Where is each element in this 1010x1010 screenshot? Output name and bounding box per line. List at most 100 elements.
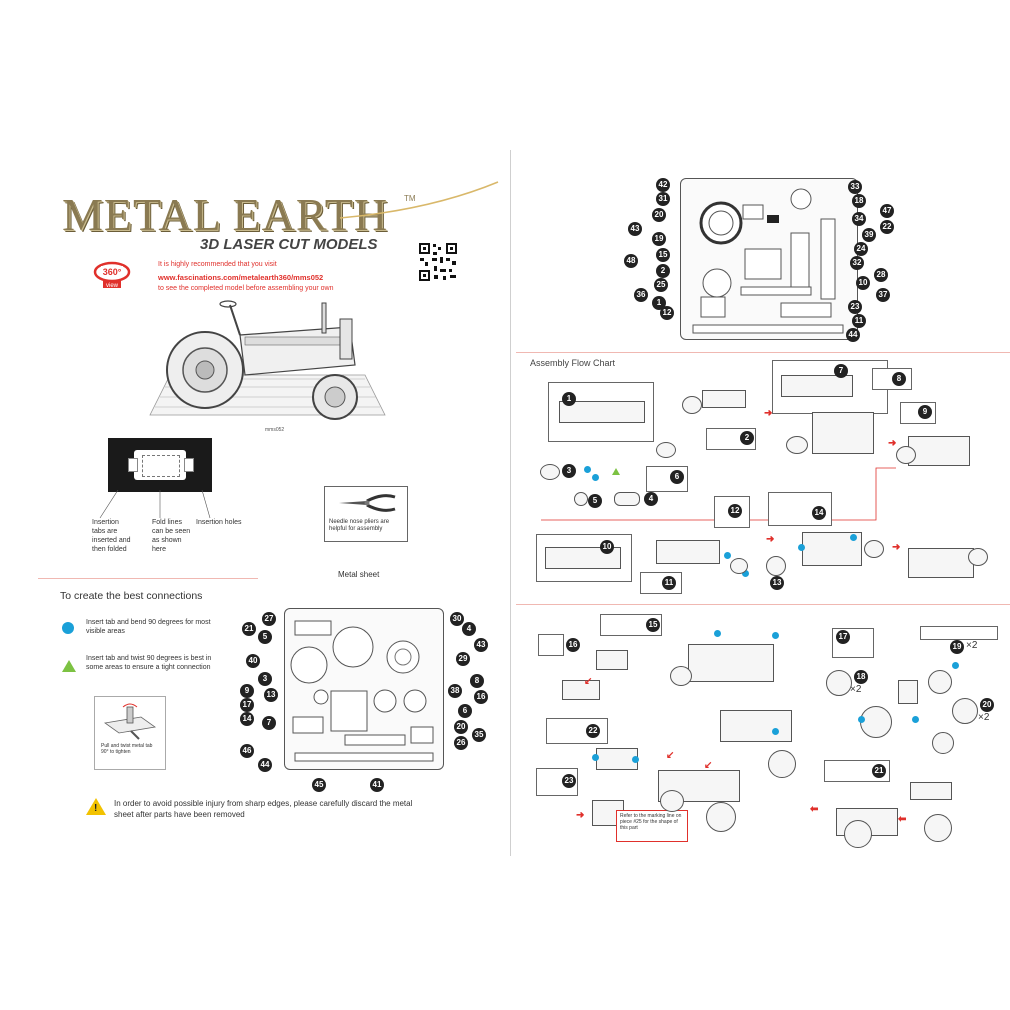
assembly-cab xyxy=(812,412,874,454)
assembly-wheel xyxy=(786,436,808,454)
blue-dot xyxy=(592,754,599,761)
step-2: 2 xyxy=(740,431,754,445)
flow-arrow: ➜ xyxy=(892,542,901,553)
assembly-result-3-wheel xyxy=(968,548,988,566)
step-14: 14 xyxy=(812,506,826,520)
assembly-result-5-wheel xyxy=(660,790,684,812)
part-number-44: 44 xyxy=(258,758,272,772)
step-3-part xyxy=(540,464,560,480)
assembly-result-3 xyxy=(908,548,974,578)
step-16: 16 xyxy=(566,638,580,652)
step-5: 5 xyxy=(588,494,602,508)
part-number-14: 14 xyxy=(240,712,254,726)
part-number-29: 29 xyxy=(456,652,470,666)
step-22: 22 xyxy=(586,724,600,738)
flow-arrow: ➜ xyxy=(576,810,585,821)
tab-diagram-leaders xyxy=(99,490,211,519)
blue-dot xyxy=(858,716,865,723)
green-triangle-icon xyxy=(62,660,76,672)
flow-arrow: ↙ xyxy=(666,750,675,761)
intro-link[interactable]: www.fascinations.com/metalearth360/mms05… xyxy=(158,273,324,282)
part-number-18: 18 xyxy=(852,194,866,208)
blue-dot-icon xyxy=(62,622,74,634)
green-triangle xyxy=(612,468,620,475)
flow-arrow: ➜ xyxy=(888,438,897,449)
part-number-19: 19 xyxy=(652,232,666,246)
flow-arrow: ↙ xyxy=(704,760,713,771)
step-19-multiplier: ×2 xyxy=(966,640,978,651)
blue-dot xyxy=(952,662,959,669)
part-number-30: 30 xyxy=(450,612,464,626)
step-16-part xyxy=(562,680,600,700)
metal-sheet-1 xyxy=(284,608,444,770)
step-7-box xyxy=(772,360,888,414)
blue-dot xyxy=(912,716,919,723)
intro-line1: It is highly recommended that you visit xyxy=(158,261,277,268)
part-number-33: 33 xyxy=(848,180,862,194)
refer-note-box: Refer to the marking line on piece #25 f… xyxy=(616,810,688,842)
svg-text:360°: 360° xyxy=(103,267,122,277)
blue-dot xyxy=(850,534,857,541)
step-19: 19 xyxy=(950,640,964,654)
refer-note: Refer to the marking line on piece #25 f… xyxy=(620,813,682,831)
brand-subtitle: 3D LASER CUT MODELS xyxy=(200,236,378,253)
view-360-icon: 360° view xyxy=(92,258,132,290)
step-21-part xyxy=(910,782,952,800)
twist-icon xyxy=(103,703,157,740)
step-10-part xyxy=(656,540,720,564)
tab-diagram xyxy=(108,438,212,492)
part-number-12: 12 xyxy=(660,306,674,320)
step-12: 12 xyxy=(728,504,742,518)
blue-dot xyxy=(592,474,599,481)
step-4: 4 xyxy=(644,492,658,506)
assembly-result-6-wheel xyxy=(768,750,796,778)
step-13-part xyxy=(766,556,786,576)
step-8: 8 xyxy=(892,372,906,386)
tab-label-insertion: Insertion tabs are inserted and then fol… xyxy=(92,519,131,553)
step-18: 18 xyxy=(854,670,868,684)
assembly-heading: Assembly Flow Chart xyxy=(530,358,616,368)
brand-title: METAL EARTH xyxy=(62,189,389,240)
part-number-22: 22 xyxy=(880,220,894,234)
pliers-note-box: Needle nose pliers are helpful for assem… xyxy=(324,486,408,542)
step-23-box xyxy=(536,768,578,796)
flow-arrow: ➜ xyxy=(766,534,775,545)
part-number-43: 43 xyxy=(474,638,488,652)
part-number-42: 42 xyxy=(656,178,670,192)
assembly-wheel-4 xyxy=(670,666,692,686)
warning-text: In order to avoid possible injury from s… xyxy=(114,799,413,819)
blue-dot xyxy=(632,756,639,763)
blue-dot xyxy=(724,552,731,559)
part-number-13: 13 xyxy=(264,688,278,702)
part-number-20: 20 xyxy=(454,720,468,734)
assembly-result-5-big-wheel xyxy=(706,802,736,832)
part-number-17: 17 xyxy=(240,698,254,712)
part-number-2: 2 xyxy=(656,264,670,278)
part-number-15: 15 xyxy=(656,248,670,262)
part-number-10: 10 xyxy=(856,276,870,290)
part-number-7: 7 xyxy=(262,716,276,730)
step-16-box xyxy=(538,634,564,656)
intro-line2: to see the completed model before assemb… xyxy=(158,285,334,292)
part-number-47: 47 xyxy=(880,204,894,218)
step-15-box xyxy=(600,614,662,636)
step-13: 13 xyxy=(770,576,784,590)
step-6: 6 xyxy=(670,470,684,484)
brand-trademark: TM xyxy=(404,194,416,203)
part-number-26: 26 xyxy=(454,736,468,750)
part-number-34: 34 xyxy=(852,212,866,226)
metal-sheet-2 xyxy=(680,178,858,340)
step-23: 23 xyxy=(562,774,576,788)
right-page: 42 31 20 43 19 48 15 2 25 36 1 12 33 18 … xyxy=(516,150,1010,856)
step-9: 9 xyxy=(918,405,932,419)
part-number-25: 25 xyxy=(654,278,668,292)
step-5-part xyxy=(574,492,588,506)
step-18-multiplier: ×2 xyxy=(850,684,862,695)
step-3: 3 xyxy=(562,464,576,478)
twist-diagram: Pull and twist metal tab 90° to tighten xyxy=(94,696,166,770)
step-15: 15 xyxy=(646,618,660,632)
svg-text:view: view xyxy=(106,283,119,289)
wheel-part xyxy=(928,670,952,694)
step-1-part xyxy=(702,390,746,408)
part-number-23: 23 xyxy=(848,300,862,314)
